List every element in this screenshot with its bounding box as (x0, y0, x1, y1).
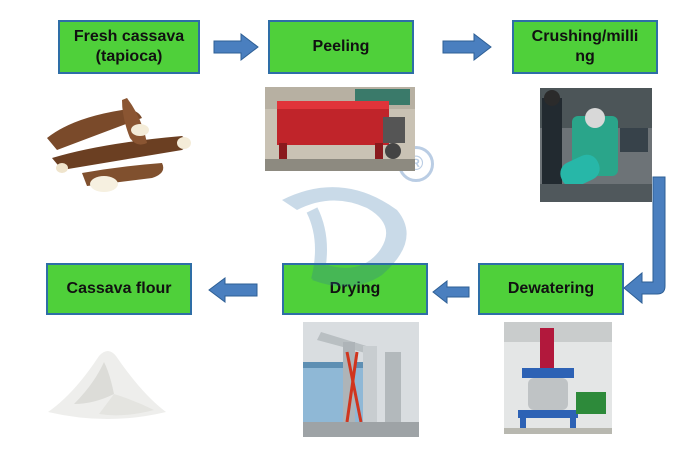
arrow-bent-down (622, 176, 668, 304)
photo-fresh-cassava (42, 88, 194, 196)
step-fresh-cassava-line2: (tapioca) (95, 48, 163, 65)
step-crushing-line1: Crushing/milli (531, 28, 639, 45)
step-dewatering-label: Dewatering (507, 280, 595, 297)
photo-cassava-flour (44, 334, 170, 426)
arrow-right-1 (213, 33, 259, 61)
photo-drying-tower (303, 322, 419, 437)
step-crushing-line2: ng (575, 48, 595, 65)
step-peeling-label: Peeling (312, 38, 370, 55)
step-peeling: Peeling (268, 20, 414, 74)
step-fresh-cassava: Fresh cassava (tapioca) (58, 20, 200, 74)
step-cassava-flour: Cassava flour (46, 263, 192, 315)
step-crushing: Crushing/milli ng (512, 20, 658, 74)
step-drying-label: Drying (329, 280, 381, 297)
photo-crushing-machine (540, 88, 652, 202)
arrow-right-2 (442, 33, 492, 61)
arrow-left-1 (432, 280, 470, 304)
step-drying: Drying (282, 263, 428, 315)
step-cassava-flour-label: Cassava flour (66, 280, 172, 297)
photo-peeling-machine (265, 87, 415, 171)
arrow-left-2 (208, 277, 258, 303)
watermark-logo-icon (272, 180, 417, 290)
step-dewatering: Dewatering (478, 263, 624, 315)
photo-dewatering-press (504, 322, 612, 434)
step-fresh-cassava-line1: Fresh cassava (73, 28, 185, 45)
